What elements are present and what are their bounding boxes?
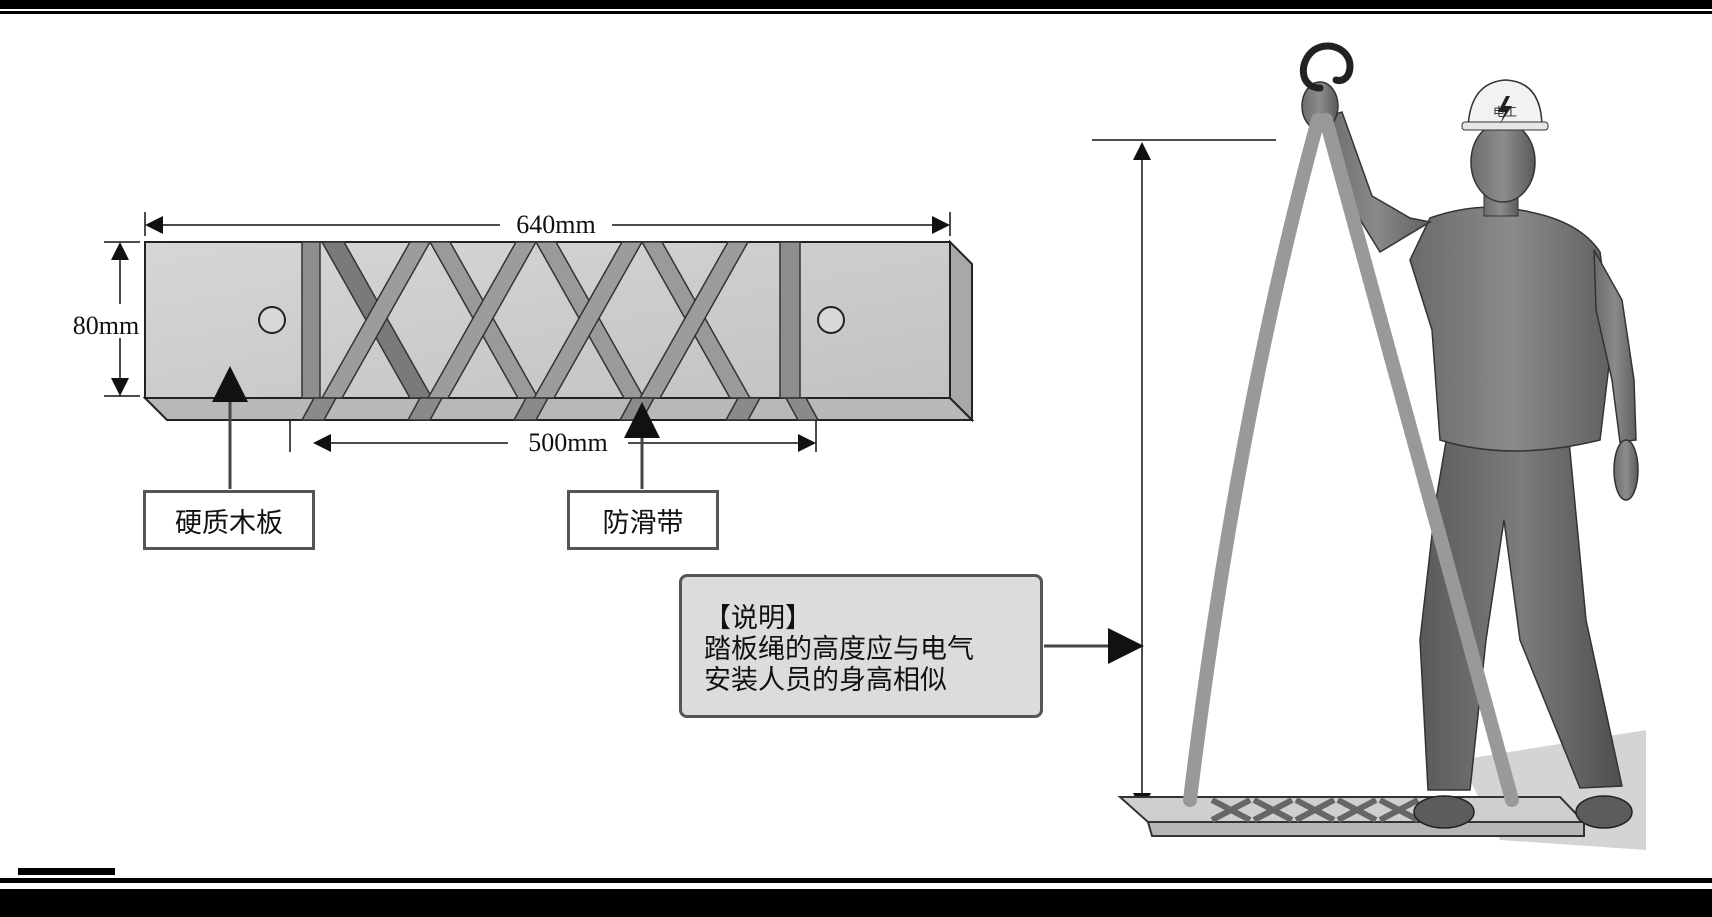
lightning-icon (1498, 96, 1512, 124)
height-reference (1044, 139, 1276, 811)
rope-hole-left (258, 306, 286, 334)
board-diagram: 640mm 80mm 500mm (73, 210, 975, 489)
board-material-label: 硬质木板 (143, 490, 315, 550)
hook-icon (1299, 42, 1354, 92)
anti-slip-straps (300, 241, 820, 421)
length-dimension-label: 640mm (516, 210, 595, 239)
board-bottom-face (142, 397, 975, 421)
anti-slip-strap-label: 防滑带 (567, 490, 719, 550)
anti-slip-strap-text: 防滑带 (602, 507, 684, 539)
electrician-figure: 电工 (1301, 79, 1639, 829)
note-box: 【说明】 踏板绳的高度应与电气 安装人员的身高相似 (679, 574, 1043, 718)
note-line-2: 安装人员的身高相似 (704, 665, 947, 696)
board-material-text: 硬质木板 (175, 507, 283, 539)
board-side-face (949, 239, 973, 423)
strap-span-label: 500mm (528, 428, 607, 457)
rope-hole-right (817, 306, 845, 334)
height-dimension-label: 80mm (73, 311, 139, 340)
rope (1183, 113, 1519, 807)
note-heading: 【说明】 (704, 603, 812, 634)
note-line-1: 踏板绳的高度应与电气 (704, 634, 974, 665)
